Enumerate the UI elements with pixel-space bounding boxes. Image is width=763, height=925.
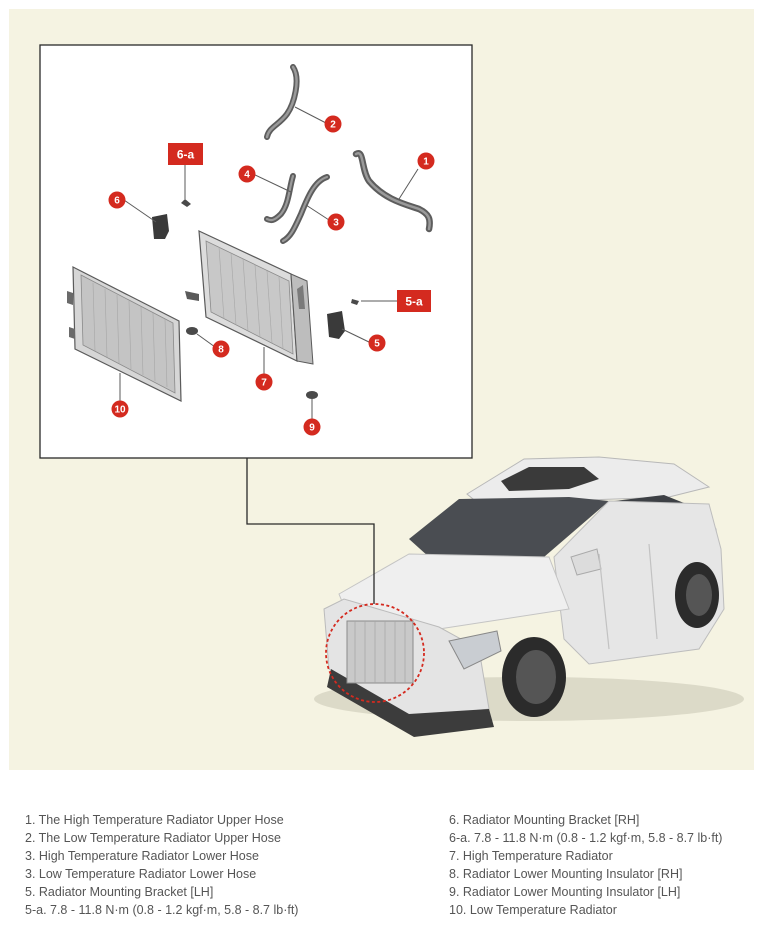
inset-leader-line (246, 458, 375, 604)
legend-column-left: 1. The High Temperature Radiator Upper H… (25, 811, 298, 919)
callout-9-label: 9 (309, 423, 315, 434)
insulator-8-icon (186, 327, 198, 335)
callout-7-label: 7 (261, 378, 267, 389)
callout-5a-label: 5-a (405, 295, 423, 309)
radiator-10-icon (67, 266, 182, 402)
legend-item: 7. High Temperature Radiator (449, 849, 613, 863)
callout-1: 1 (417, 152, 435, 170)
legend-item: 6-a. 7.8 - 11.8 N·m (0.8 - 1.2 kgf·m, 5.… (449, 831, 723, 845)
radiator-7-icon (185, 230, 314, 365)
callout-6-label: 6 (114, 196, 120, 207)
car-suv-illustration (314, 456, 744, 737)
figure-panel: 1 2 3 4 5 5-a 6 6-a (9, 9, 754, 770)
legend-item: 3. High Temperature Radiator Lower Hose (25, 849, 259, 863)
callout-3: 3 (327, 213, 345, 231)
bolt-6a-icon (181, 199, 191, 207)
callout-2: 2 (324, 115, 342, 133)
inset-frame (39, 44, 473, 459)
legend-item: 6. Radiator Mounting Bracket [RH] (449, 813, 640, 827)
callout-leaders (119, 106, 419, 419)
legend-item: 10. Low Temperature Radiator (449, 903, 617, 917)
callout-5a: 5-a (397, 290, 431, 312)
bolt-5a-icon (351, 299, 359, 305)
radiator-diagram: 1 2 3 4 5 5-a 6 6-a (39, 44, 744, 737)
legend-item: 3. Low Temperature Radiator Lower Hose (25, 867, 257, 881)
callout-6a-label: 6-a (177, 148, 195, 162)
callout-6: 6 (108, 191, 126, 209)
callout-4-label: 4 (244, 170, 250, 181)
callout-4: 4 (238, 165, 256, 183)
insulator-9-icon (306, 391, 318, 399)
callout-2-label: 2 (330, 120, 336, 131)
callout-1-label: 1 (423, 157, 429, 168)
callout-6a: 6-a (168, 143, 203, 165)
legend-item: 9. Radiator Lower Mounting Insulator [LH… (449, 885, 681, 899)
legend-item: 5. Radiator Mounting Bracket [LH] (25, 885, 214, 899)
callout-8-label: 8 (218, 345, 224, 356)
radiator-assembly-exploded-view (67, 64, 433, 402)
callout-10: 10 (111, 400, 129, 418)
legend-column-right: 6. Radiator Mounting Bracket [RH] 6-a. 7… (449, 811, 722, 919)
callout-5: 5 (368, 334, 386, 352)
legend-item: 5-a. 7.8 - 11.8 N·m (0.8 - 1.2 kgf·m, 5.… (25, 903, 299, 917)
legend-item: 1. The High Temperature Radiator Upper H… (25, 813, 284, 827)
bracket-6-icon (152, 214, 169, 239)
bracket-5-icon (327, 311, 345, 339)
callout-9: 9 (303, 418, 321, 436)
callout-8: 8 (212, 340, 230, 358)
callout-7: 7 (255, 373, 273, 391)
legend-item: 8. Radiator Lower Mounting Insulator [RH… (449, 867, 683, 881)
legend-item: 2. The Low Temperature Radiator Upper Ho… (25, 831, 281, 845)
callout-3-label: 3 (333, 218, 339, 229)
callout-5-label: 5 (374, 339, 380, 350)
callout-10-label: 10 (114, 405, 126, 416)
